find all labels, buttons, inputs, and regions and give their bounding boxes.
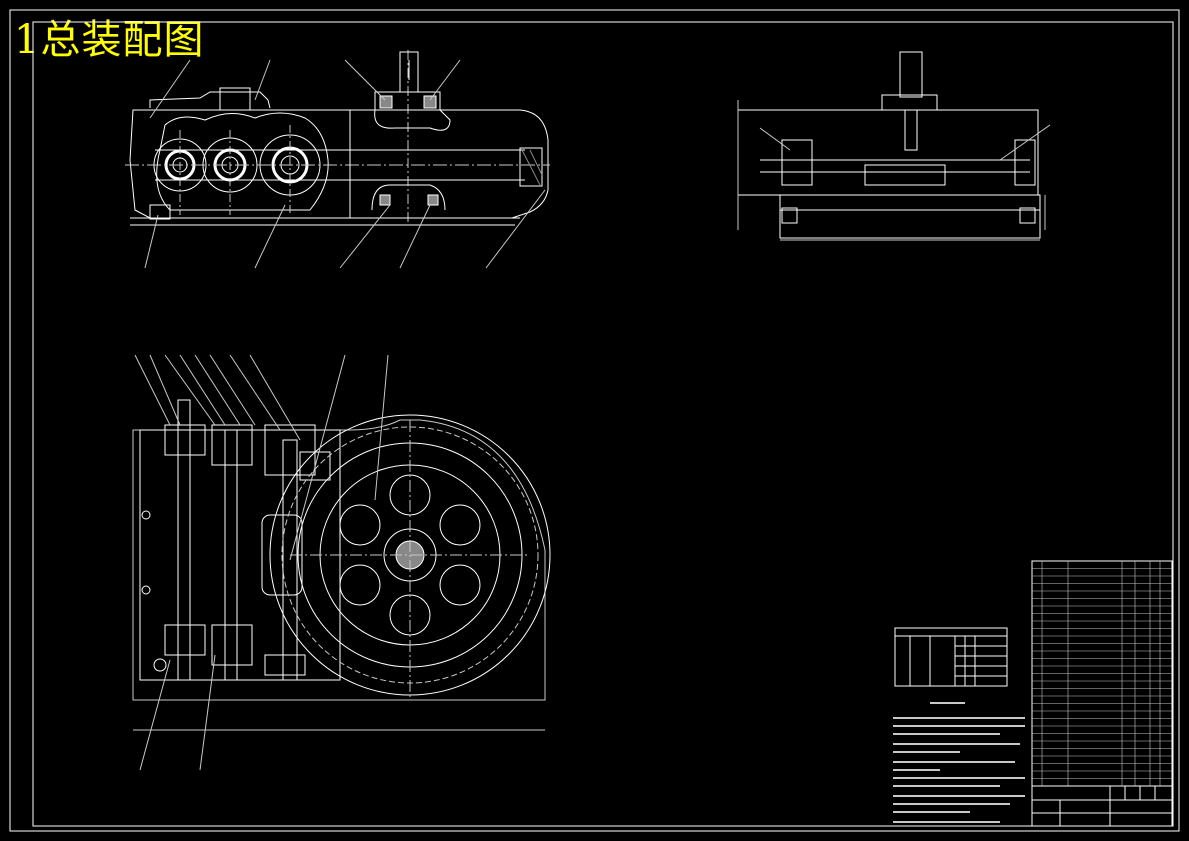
- side-foundation: [779, 209, 1041, 239]
- upper-bearing-right: [423, 95, 437, 109]
- plan-leader-12: [199, 654, 216, 771]
- plan-shaft-3: [282, 439, 298, 681]
- plan-leader-7: [229, 354, 281, 431]
- plan-leader-9: [289, 354, 346, 561]
- side-shaft-lower: [904, 109, 918, 151]
- housing-outline: [129, 109, 549, 219]
- leader-2: [254, 204, 286, 269]
- side-right-bearing: [1014, 139, 1036, 186]
- plan-bearing-1a: [164, 424, 206, 456]
- vent-plug: [219, 87, 251, 111]
- plan-view: [132, 354, 551, 771]
- parts-list: [1031, 560, 1173, 787]
- end-cap: [519, 147, 543, 187]
- upper-bearing-left: [379, 95, 393, 109]
- side-gear-block: [864, 164, 946, 186]
- side-leader-1: [999, 124, 1051, 161]
- front-view: [125, 50, 550, 269]
- foot-bolt-left: [149, 204, 171, 220]
- lower-bearing-housing: [371, 184, 446, 211]
- spec-table: [894, 627, 1008, 687]
- leader-3: [339, 204, 391, 269]
- technical-notes: [893, 702, 1025, 823]
- plan-bearing-2b: [211, 624, 253, 666]
- seal-cover: [374, 109, 451, 131]
- side-base: [779, 194, 1041, 211]
- plan-bolt-2: [141, 585, 151, 595]
- lightening-hole-2: [439, 504, 481, 546]
- plan-bearing-1b: [164, 624, 206, 656]
- side-foot-left: [781, 207, 798, 224]
- leader-9: [429, 59, 461, 101]
- leader-6: [149, 59, 191, 119]
- leader-1: [144, 214, 159, 269]
- side-view: [737, 51, 1051, 241]
- inspection-cover: [149, 91, 271, 109]
- plan-leader-1: [134, 354, 171, 426]
- plan-shaft-2: [224, 429, 238, 681]
- plan-leader-8: [249, 354, 301, 441]
- bearing-bosses: [156, 112, 329, 211]
- lightening-hole-5: [339, 564, 381, 606]
- lightening-hole-6: [339, 504, 381, 546]
- side-left-bearing: [781, 139, 813, 186]
- lower-bearing-right: [427, 194, 439, 206]
- plan-bolt-1: [141, 510, 151, 520]
- plan-bolt-3: [153, 658, 167, 672]
- spec-table-frame: [894, 627, 1008, 687]
- plan-bearing-3b: [264, 654, 306, 676]
- outer-border: [9, 9, 1180, 832]
- plan-leader-10: [374, 354, 389, 501]
- plan-leader-2: [149, 354, 181, 426]
- plan-leader-11: [139, 659, 171, 771]
- side-leader-2: [759, 127, 791, 151]
- plan-bearing-3a: [264, 424, 316, 476]
- side-output-shaft: [899, 51, 923, 98]
- leader-4: [399, 204, 431, 269]
- end-cap-hatch: [521, 149, 541, 186]
- plan-outline: [132, 419, 546, 701]
- title-block-frame: [1031, 785, 1173, 827]
- leader-8: [344, 59, 386, 101]
- side-housing: [737, 109, 1039, 196]
- plan-bearing-2a: [211, 424, 253, 466]
- inner-border: [32, 21, 1174, 827]
- leader-7: [254, 59, 271, 101]
- plan-leader-5: [194, 354, 241, 426]
- drawing-title: 1总装配图: [14, 17, 205, 63]
- title-block: [1031, 785, 1173, 827]
- lower-bearing-left: [379, 194, 391, 206]
- end-cap-hatch-2: [529, 149, 543, 176]
- side-foot-right: [1019, 207, 1036, 224]
- leader-5: [485, 189, 546, 269]
- plan-leader-6: [209, 354, 256, 426]
- plan-shaft-1: [177, 399, 191, 681]
- lightening-hole-3: [439, 564, 481, 606]
- plan-leader-4: [179, 354, 226, 426]
- plan-leader-3: [164, 354, 216, 426]
